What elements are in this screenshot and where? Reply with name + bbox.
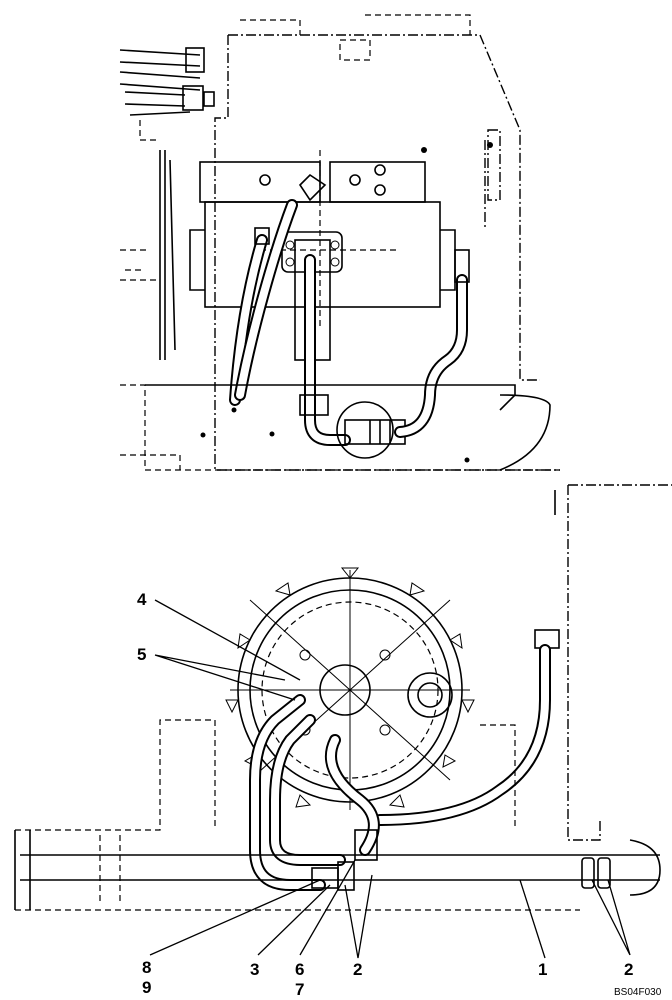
callout-2-right: 2 — [624, 960, 633, 979]
callout-8: 8 — [142, 958, 151, 977]
callout-6: 6 — [295, 960, 304, 979]
upper-view — [119, 14, 560, 471]
callout-9: 9 — [142, 978, 151, 997]
callout-5: 5 — [137, 645, 146, 664]
lower-view — [14, 484, 672, 959]
callout-1: 1 — [538, 960, 547, 979]
callout-2-left: 2 — [353, 960, 362, 979]
drawing-code: BS04F030 — [614, 987, 662, 998]
callout-4: 4 — [137, 590, 147, 609]
callout-3: 3 — [250, 960, 259, 979]
callout-7: 7 — [295, 980, 304, 999]
